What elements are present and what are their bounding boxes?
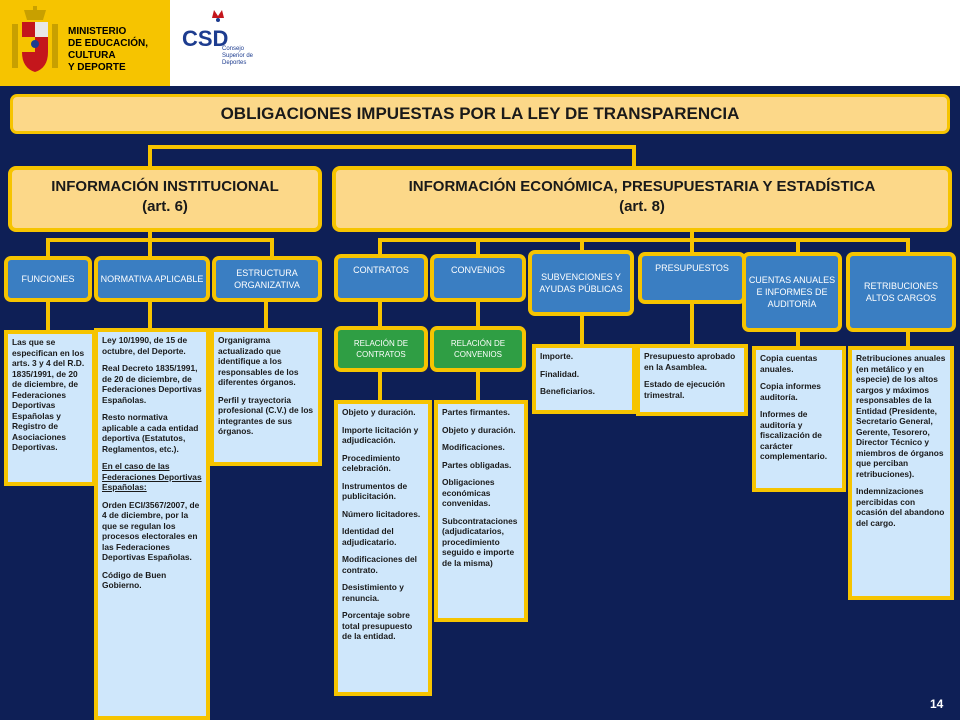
detail-item-underlined: En el caso de las Federaciones Deportiva…	[102, 461, 202, 492]
detail-item: Obligaciones económicas convenidas.	[442, 477, 495, 508]
detail-item: Modificaciones.	[442, 442, 505, 452]
detail-item: Resto normativa aplicable a cada entidad…	[102, 412, 199, 454]
detail-item: En el caso de las Federaciones Deportiva…	[102, 461, 202, 493]
section-economica-article: (art. 8)	[619, 198, 665, 215]
detail-item: Objeto y duración.	[342, 407, 416, 417]
ministry-name: MINISTERIO DE EDUCACIÓN, CULTURA Y DEPOR…	[68, 26, 170, 74]
detail-funciones: Las que se especifican en los arts. 3 y …	[4, 330, 96, 486]
detail-item: Copia informes auditoría.	[760, 381, 821, 402]
csd-line: Deportes	[222, 60, 247, 66]
category-subvenciones: SUBVENCIONES Y AYUDAS PÚBLICAS	[528, 250, 634, 316]
detail-item: Retribuciones anuales (en metálico y en …	[856, 353, 946, 479]
page-number: 14	[930, 697, 944, 711]
detail-presupuestos: Presupuesto aprobado en la Asamblea. Est…	[636, 344, 748, 416]
detail-item: Identidad del adjudicatario.	[342, 526, 397, 547]
header-bar: MINISTERIO DE EDUCACIÓN, CULTURA Y DEPOR…	[0, 0, 960, 86]
detail-item: Real Decreto 1835/1991, de 20 de diciemb…	[102, 363, 202, 405]
section-institucional-article: (art. 6)	[142, 198, 188, 215]
detail-item: Partes firmantes.	[442, 407, 510, 417]
detail-item: Las que se especifican en los arts. 3 y …	[12, 337, 85, 452]
category-normativa-aplicable: NORMATIVA APLICABLE	[94, 256, 210, 302]
category-retribuciones: RETRIBUCIONES ALTOS CARGOS	[846, 252, 956, 332]
detail-item: Partes obligadas.	[442, 459, 512, 470]
detail-retribuciones: Retribuciones anuales (en metálico y en …	[848, 346, 954, 600]
csd-crown-icon	[212, 10, 224, 22]
category-estructura-organizativa: ESTRUCTURA ORGANIZATIVA	[212, 256, 322, 302]
ministry-line: DE EDUCACIÓN, CULTURA	[68, 38, 149, 61]
category-contratos: CONTRATOS	[334, 254, 428, 302]
detail-item: Subcontrataciones (adjudicatarios, proce…	[442, 515, 518, 568]
detail-item: Estado de ejecución trimestral.	[644, 379, 725, 400]
csd-line: Consejo	[222, 46, 245, 52]
detail-item: Modificaciones del contrato.	[342, 554, 417, 575]
detail-item: Indemnizaciones percibidas con ocasión d…	[856, 486, 945, 528]
csd-logo	[174, 4, 252, 82]
detail-item: Código de Buen Gobierno.	[102, 569, 167, 591]
detail-item: Objeto y duración.	[442, 424, 516, 435]
detail-item: Número licitadores.	[342, 508, 421, 519]
detail-item: Orden ECI/3567/2007, de 4 de diciembre, …	[102, 499, 200, 563]
detail-item: Importe licitación y adjudicación.	[342, 424, 419, 446]
category-cuentas-anuales: CUENTAS ANUALES E INFORMES DE AUDITORÍA	[742, 252, 842, 332]
detail-convenios: Partes firmantes. Objeto y duración. Mod…	[434, 400, 528, 622]
section-institucional-title: INFORMACIÓN INSTITUCIONAL	[51, 178, 279, 195]
detail-item: Porcentaje sobre total presupuesto de la…	[342, 610, 413, 641]
category-presupuestos: PRESUPUESTOS	[638, 252, 746, 304]
detail-item: Instrumentos de publicitación.	[342, 480, 408, 502]
csd-name: Consejo Superior de Deportes	[222, 46, 253, 67]
detail-cuentas: Copia cuentas anuales. Copia informes au…	[752, 346, 846, 492]
page-title: OBLIGACIONES IMPUESTAS POR LA LEY DE TRA…	[10, 94, 950, 134]
coat-of-arms-icon	[12, 6, 58, 72]
csd-line: Superior de	[222, 53, 254, 59]
detail-item: Informes de auditoría y fiscalización de…	[760, 409, 828, 461]
detail-item: Organigrama actualizado que identifique …	[218, 335, 299, 387]
section-economica-title: INFORMACIÓN ECONÓMICA, PRESUPUESTARIA Y …	[408, 178, 876, 195]
detail-normativa: Ley 10/1990, de 15 de octubre, del Depor…	[94, 328, 210, 720]
detail-estructura: Organigrama actualizado que identifique …	[210, 328, 322, 466]
detail-item: Presupuesto aprobado en la Asamblea.	[644, 351, 736, 372]
detail-item: Perfil y trayectoria profesional (C.V.) …	[218, 394, 314, 437]
ministry-line: Y DEPORTE	[68, 62, 126, 73]
detail-item: Finalidad.	[540, 368, 580, 379]
csd-mark: CSD	[182, 26, 229, 51]
detail-subvenciones: Importe. Finalidad. Beneficiarios.	[532, 344, 636, 414]
detail-item: Desistimiento y renuncia.	[342, 582, 404, 603]
detail-item: Procedimiento celebración.	[342, 452, 401, 474]
detail-item: Ley 10/1990, de 15 de octubre, del Depor…	[102, 335, 188, 356]
relacion-contratos: RELACIÓN DE CONTRATOS	[334, 326, 428, 372]
section-institucional: INFORMACIÓN INSTITUCIONAL (art. 6)	[8, 166, 322, 232]
relacion-convenios: RELACIÓN DE CONVENIOS	[430, 326, 526, 372]
ministry-logo: MINISTERIO DE EDUCACIÓN, CULTURA Y DEPOR…	[0, 0, 170, 86]
detail-item: Copia cuentas anuales.	[760, 353, 818, 374]
category-funciones: FUNCIONES	[4, 256, 92, 302]
ministry-line: MINISTERIO	[68, 26, 127, 37]
detail-contratos: Objeto y duración. Importe licitación y …	[334, 400, 432, 696]
category-convenios: CONVENIOS	[430, 254, 526, 302]
detail-item: Importe.	[540, 351, 574, 361]
detail-item: Beneficiarios.	[540, 386, 595, 396]
section-economica: INFORMACIÓN ECONÓMICA, PRESUPUESTARIA Y …	[332, 166, 952, 232]
